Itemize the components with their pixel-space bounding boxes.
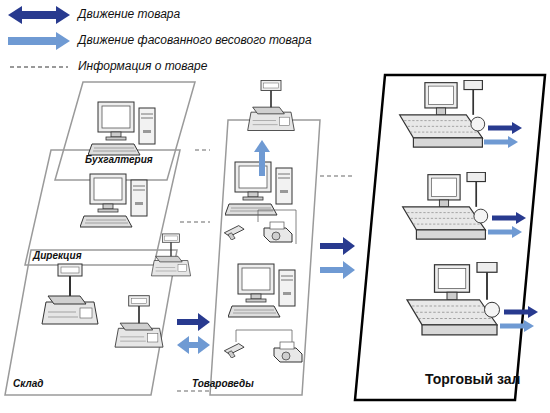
cash-register-icon bbox=[400, 80, 485, 147]
connector-line bbox=[188, 342, 199, 348]
connector-line bbox=[320, 175, 355, 177]
arrow-head bbox=[343, 261, 355, 279]
computer-icon bbox=[228, 264, 295, 317]
arrow-head bbox=[343, 237, 355, 255]
flow-arrow bbox=[320, 261, 355, 279]
info-connector bbox=[180, 222, 210, 223]
zone-border bbox=[355, 75, 545, 400]
info-connector bbox=[320, 176, 355, 177]
computer-icon bbox=[80, 174, 147, 227]
connector-line bbox=[195, 149, 210, 151]
legend-sample bbox=[6, 32, 72, 50]
zone-area: Дирекция bbox=[25, 150, 180, 265]
zone-label: Торговый зал bbox=[425, 371, 520, 387]
info-connector bbox=[177, 391, 210, 392]
legend-arrow-shaft bbox=[8, 37, 56, 45]
arrow-head bbox=[198, 313, 210, 331]
computer-icon bbox=[225, 162, 292, 215]
legend-sample bbox=[6, 6, 72, 24]
arrow-head bbox=[177, 336, 189, 354]
zone-label: Дирекция bbox=[33, 250, 82, 261]
legend-arrow-head bbox=[56, 32, 70, 50]
cash-register-icon bbox=[403, 172, 488, 239]
connector-line bbox=[320, 267, 344, 273]
connector-line bbox=[177, 319, 199, 325]
legend-arrow-head bbox=[56, 6, 70, 24]
flow-arrow bbox=[177, 313, 210, 331]
scanner-icon bbox=[224, 226, 244, 240]
scale-icon bbox=[151, 234, 190, 276]
connector-line bbox=[177, 390, 210, 392]
printer-icon bbox=[264, 222, 292, 242]
legend-dashed-line bbox=[10, 66, 68, 68]
zone-border bbox=[5, 250, 177, 395]
legend-sample bbox=[6, 58, 72, 76]
zone-outline bbox=[25, 150, 180, 265]
internal-wiring bbox=[236, 210, 296, 342]
flow-arrow bbox=[320, 237, 355, 255]
scanner-icon bbox=[224, 344, 244, 358]
light-flow-arrow bbox=[254, 140, 270, 176]
scale-icon bbox=[115, 296, 163, 347]
arrow-head bbox=[198, 336, 210, 354]
zone-border bbox=[25, 150, 180, 265]
legend-arrow-head bbox=[8, 6, 22, 24]
printer-icon bbox=[274, 342, 302, 362]
legend-arrow-shaft bbox=[20, 11, 56, 19]
scale-icon bbox=[248, 81, 295, 131]
legend-text: Движение фасованного весового товара bbox=[78, 33, 312, 47]
computer-icon bbox=[88, 102, 155, 155]
zone-label: Товароведы bbox=[192, 378, 254, 389]
zone-border bbox=[210, 120, 320, 395]
flow-arrow bbox=[177, 336, 210, 354]
connector-line bbox=[320, 243, 344, 249]
zone-border bbox=[55, 82, 195, 180]
zone-label: Бухгалтерия bbox=[85, 154, 153, 165]
scale-icon bbox=[42, 264, 98, 324]
zone-label: Склад bbox=[13, 378, 44, 389]
info-connector bbox=[195, 150, 210, 151]
connector-line bbox=[180, 221, 210, 223]
legend-text: Движение товара bbox=[78, 7, 180, 21]
cash-register-icon bbox=[407, 262, 500, 335]
legend-text: Информация о товаре bbox=[78, 59, 207, 73]
